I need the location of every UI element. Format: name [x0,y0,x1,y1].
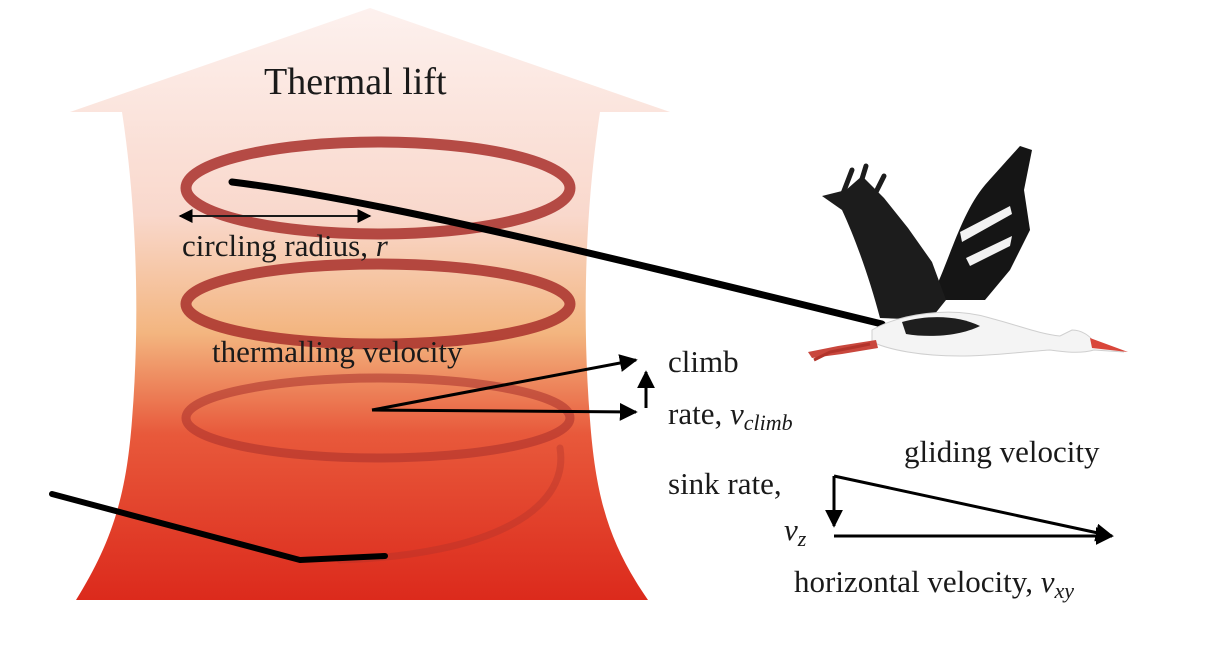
thermal-spiral [180,136,576,564]
sink-rate-symbol: vz [784,512,807,551]
horizontal-component-arrow [371,402,638,421]
stork-beak [1090,338,1128,352]
glide-triangle [825,474,1114,545]
thermalling-velocity-arrow [371,354,638,412]
stork-icon [808,146,1128,362]
gliding-velocity-arrow [833,474,1114,542]
spiral-loop-2 [180,258,576,350]
flight-path-exit [228,178,886,328]
climb-label: climb [668,344,739,379]
circling-radius-label: circling radius, r [182,228,389,263]
velocity-vectors [371,354,655,421]
gliding-velocity-label: gliding velocity [904,434,1100,469]
stork-near-wing [822,176,946,320]
diagram-title: Thermal lift [264,61,447,103]
thermalling-velocity-label: thermalling velocity [212,334,463,369]
sink-rate-label: sink rate, [668,466,782,501]
spiral-loop-1 [180,136,576,240]
spiral-loop-3 [181,373,575,463]
climb-rate-label: rate, vclimb [668,396,793,435]
spiral-loop-4 [336,444,565,564]
flight-path-entry [49,491,388,563]
horizontal-velocity-label: horizontal velocity, vxy [794,564,1074,603]
